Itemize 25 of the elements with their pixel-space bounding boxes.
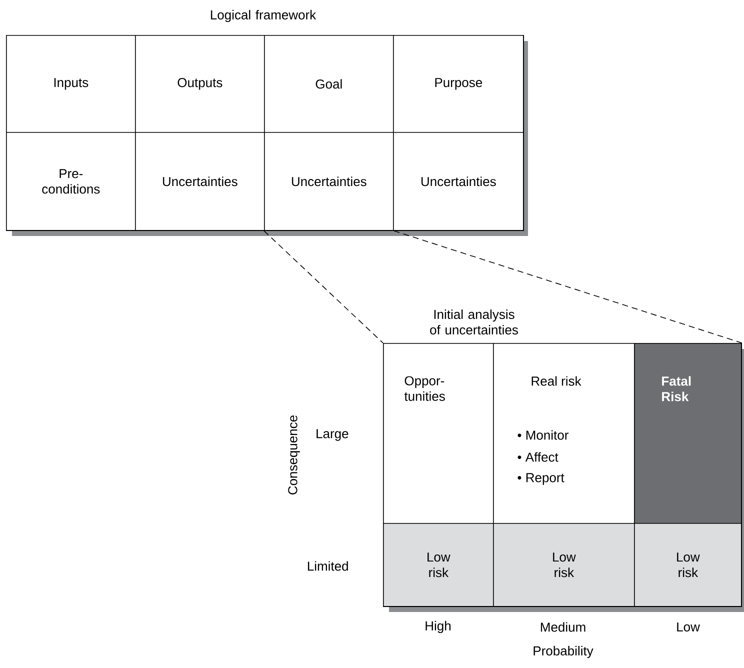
table-cell: Oppor- tunities	[383, 343, 494, 524]
table-cell: Uncertainties	[393, 132, 524, 231]
table-cell: Low risk	[634, 523, 742, 607]
column-label: Low	[677, 622, 700, 632]
connector-line	[264, 230, 384, 344]
table-cell: Goal	[264, 35, 394, 133]
table-cell: Low risk	[383, 523, 494, 607]
axis-title: Probability	[534, 646, 594, 658]
row-label: Limited	[308, 561, 348, 571]
table-cell: Low risk	[493, 523, 635, 607]
table-cell: Uncertainties	[135, 132, 265, 231]
table-cell: Pre- conditions	[6, 132, 136, 231]
table-heading: Logical framework	[210, 10, 316, 22]
connector-line	[393, 230, 742, 344]
row-label: Large	[316, 429, 348, 441]
table-cell: Inputs	[6, 35, 136, 133]
axis-title: Consequence	[288, 415, 300, 494]
table-cell: Real risk • Monitor • Affect • Report	[493, 343, 635, 524]
table-cell: Purpose	[393, 35, 524, 133]
column-label: High	[426, 620, 451, 634]
table-heading: Initial analysis of uncertainties	[430, 309, 518, 335]
table-cell: Uncertainties	[264, 132, 394, 231]
column-label: Medium	[540, 622, 586, 632]
table-cell: Outputs	[135, 35, 265, 133]
table-cell: Fatal Risk	[634, 343, 742, 524]
